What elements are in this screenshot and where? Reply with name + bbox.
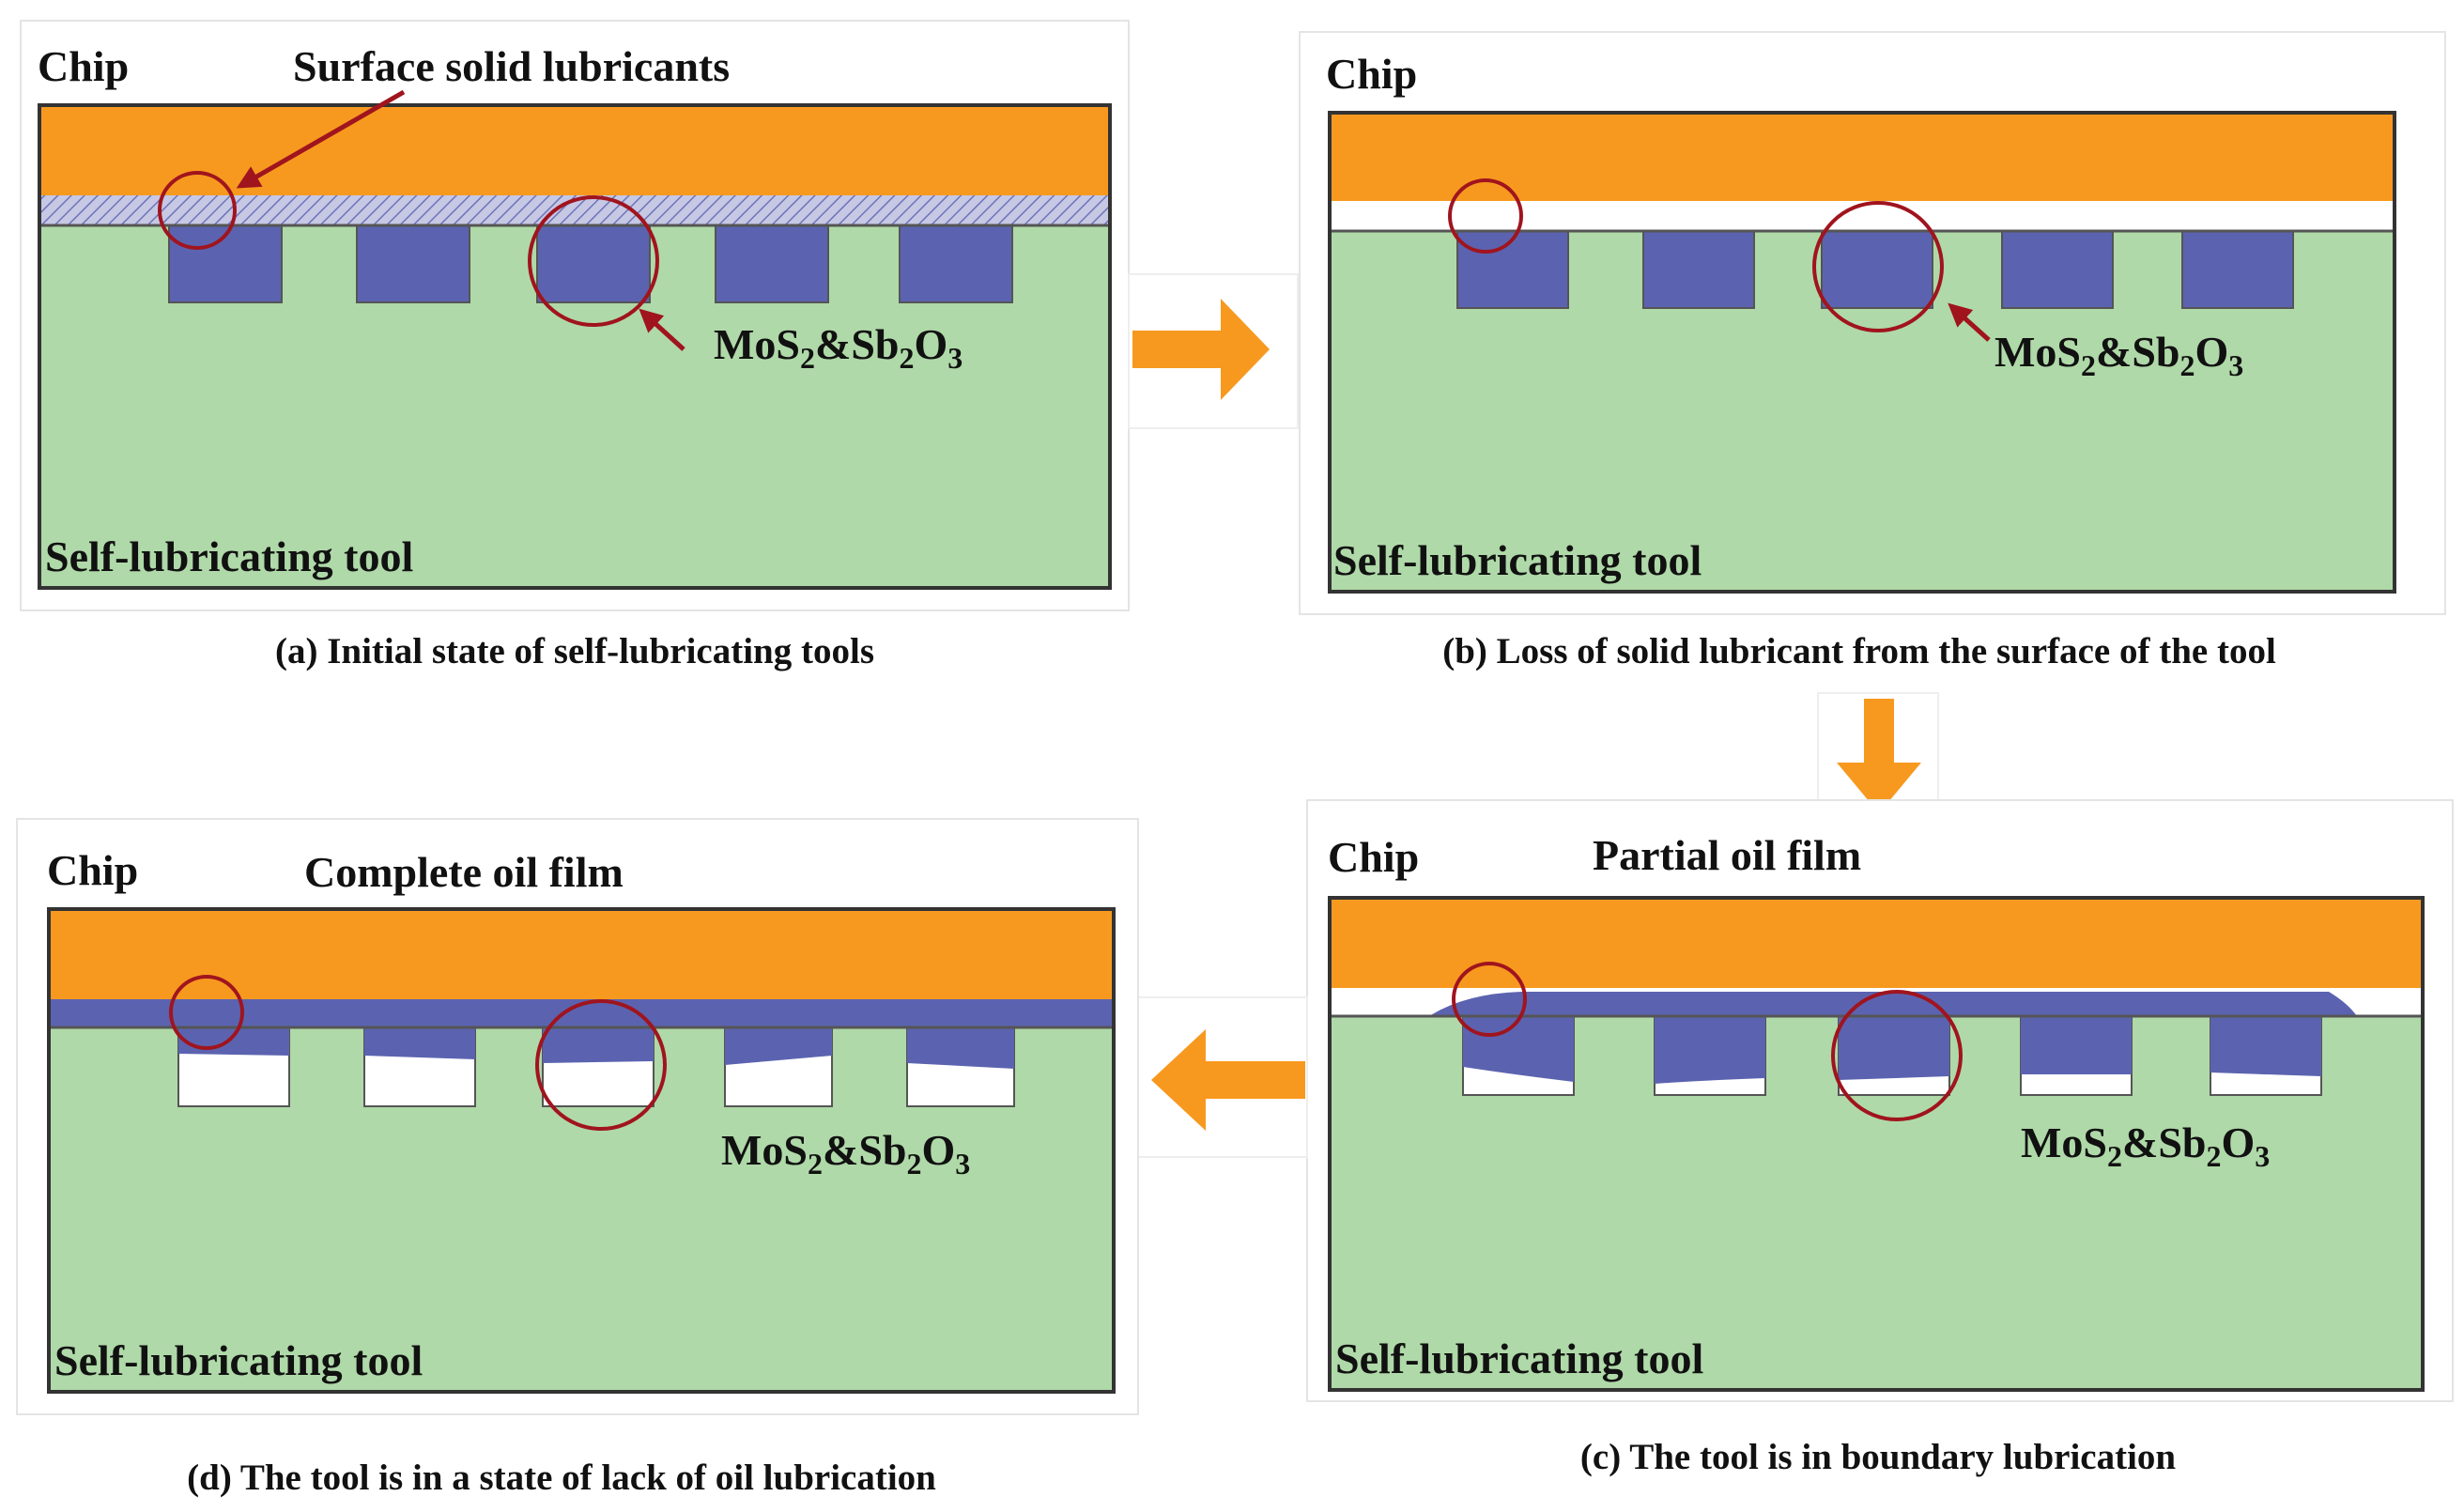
lubricant-formula: MoS2&Sb2O3 xyxy=(1994,328,2243,382)
pointer-arrow xyxy=(1948,302,1991,342)
tool-label: Self-lubricating tool xyxy=(54,1336,423,1384)
lubricant-remaining xyxy=(907,1027,1014,1069)
chip-label: Chip xyxy=(1326,50,1417,98)
lubricant-formula: MoS2&Sb2O3 xyxy=(714,320,962,375)
highlight-circle xyxy=(528,195,659,327)
lubricant-pit xyxy=(899,224,1013,303)
lubricant-remaining xyxy=(1839,1016,1949,1080)
caption: (c) The tool is in boundary lubrication xyxy=(1580,1437,2177,1477)
pointer-arrow xyxy=(236,89,406,189)
lubricant-pit xyxy=(168,224,283,303)
chip-label: Chip xyxy=(1328,833,1419,881)
panel-d-border xyxy=(47,907,1116,1394)
process-arrow xyxy=(1837,699,1921,813)
lubricant-pit xyxy=(715,224,829,303)
chip xyxy=(1330,113,2395,201)
panel-d: Chip Complete oil film Self-lubricating … xyxy=(16,818,1139,1498)
lubricant-remaining xyxy=(543,1027,654,1063)
caption: (d) The tool is in a state of lack of oi… xyxy=(187,1458,936,1498)
lubricant-remaining xyxy=(1463,1016,1574,1082)
caption: (a) Initial state of self-lubricating to… xyxy=(275,631,874,671)
highlight-circle xyxy=(158,171,237,250)
lubricant-remaining xyxy=(2021,1016,2132,1074)
lubricant-pit xyxy=(2181,230,2294,309)
tool-label: Self-lubricating tool xyxy=(45,532,413,580)
lubricant-remaining xyxy=(364,1027,475,1059)
lubricant-formula: MoS2&Sb2O3 xyxy=(2021,1119,2270,1173)
arrow-left xyxy=(1137,996,1308,1158)
panel-c: Chip Partial oil film Self-lubricating t… xyxy=(1306,799,2454,1477)
chip xyxy=(39,105,1110,195)
tool-label: Self-lubricating tool xyxy=(1333,536,1702,584)
caption: (b) Loss of solid lubricant from the sur… xyxy=(1442,631,2276,671)
highlight-circle xyxy=(169,975,244,1050)
highlight-circle xyxy=(1812,201,1944,332)
lubricant-pits xyxy=(1462,1015,2322,1096)
lubricant-pit xyxy=(356,224,470,303)
lubricant-pit xyxy=(536,224,651,303)
lubricant-pit xyxy=(1821,230,1933,309)
panel-a-border xyxy=(38,103,1112,590)
lubricant-pit xyxy=(2001,230,2114,309)
highlight-circle xyxy=(1452,962,1527,1037)
annotation-label: Complete oil film xyxy=(304,848,624,896)
highlight-circle xyxy=(1831,990,1963,1121)
annotation-label: Surface solid lubricants xyxy=(293,42,730,90)
process-arrow xyxy=(1132,299,1270,400)
panel-c-border xyxy=(1328,896,2425,1392)
lubricant-formula: MoS2&Sb2O3 xyxy=(721,1126,970,1180)
pointer-arrow xyxy=(639,308,685,351)
arrow-right xyxy=(1128,273,1299,429)
arrow-down xyxy=(1817,692,1939,813)
lubricant-remaining xyxy=(725,1027,832,1065)
lubricant-pit xyxy=(1456,230,1569,309)
lubricant-remaining xyxy=(2210,1016,2321,1076)
panel-b-border xyxy=(1328,111,2396,594)
annotation-label: Partial oil film xyxy=(1593,831,1861,879)
chip-label: Chip xyxy=(47,846,138,894)
highlight-circle xyxy=(1448,178,1523,254)
chip xyxy=(1330,898,2423,988)
partial-oil-film xyxy=(1429,992,2357,1016)
lubricant-remaining xyxy=(178,1027,289,1056)
highlight-circle xyxy=(535,999,667,1131)
lubricant-pits xyxy=(1456,230,2294,309)
tool-label: Self-lubricating tool xyxy=(1335,1335,1703,1382)
panel-a: Chip Surface solid lubricants Self-lubri… xyxy=(20,20,1130,671)
process-arrow xyxy=(1151,1029,1305,1131)
lubricant-pit xyxy=(1642,230,1755,309)
panel-b: Chip Self-lubricating tool MoS2&Sb2O3 (b… xyxy=(1299,31,2446,671)
chip xyxy=(49,909,1114,999)
chip-label: Chip xyxy=(38,42,129,90)
lubricant-remaining xyxy=(1655,1016,1765,1084)
